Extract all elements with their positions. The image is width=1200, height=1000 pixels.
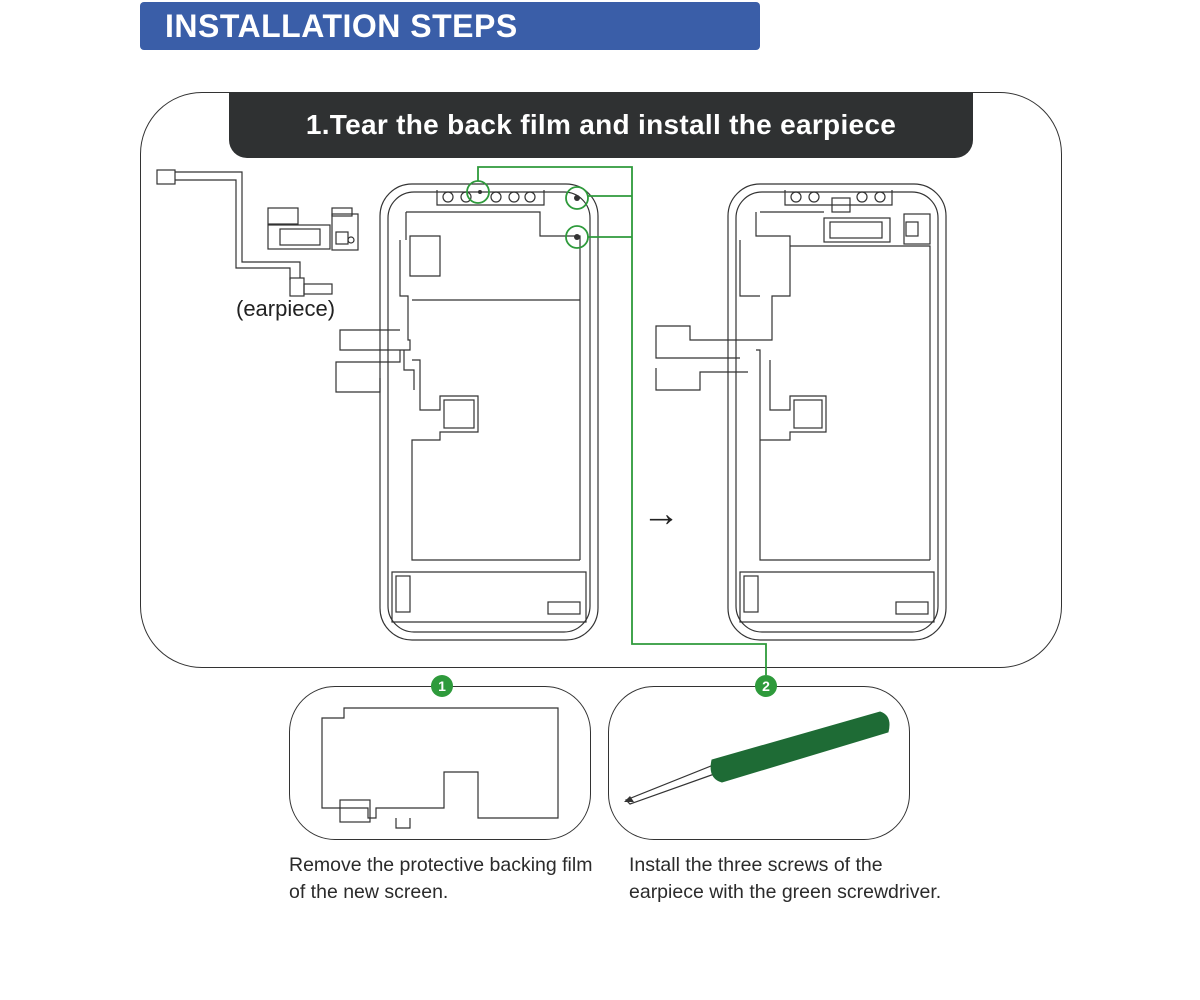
step-title: 1.Tear the back film and install the ear… [305,109,897,140]
screw-highlights [466,166,767,675]
substep-2-frame [608,686,910,840]
substep-1-caption: Remove the protective backing film of th… [289,852,609,906]
phone-after-illustration [655,183,947,641]
connector-line [477,166,767,675]
step-title-tab: 1.Tear the back film and install the ear… [229,92,973,158]
substep-2-caption: Install the three screws of the earpiece… [629,852,949,906]
caption-line: Remove the protective backing film [289,854,593,876]
caption-line: of the new screen. [289,881,449,903]
section-title: INSTALLATION STEPS [165,7,518,44]
caption-line: Install the three screws of the [629,854,883,876]
backing-film-illustration [321,707,559,829]
step-badge-1: 1 [431,675,453,697]
phone-before-illustration [335,183,599,641]
caption-line: earpiece with the green screwdriver. [629,881,942,903]
substep-1-frame [289,686,591,840]
section-banner: INSTALLATION STEPS [140,2,760,50]
arrow-icon: → [642,493,680,535]
screw-highlight-2 [565,186,589,210]
earpiece-flex-illustration [156,169,359,297]
earpiece-label: (earpiece) [236,296,336,321]
step-badge-2: 2 [755,675,777,697]
